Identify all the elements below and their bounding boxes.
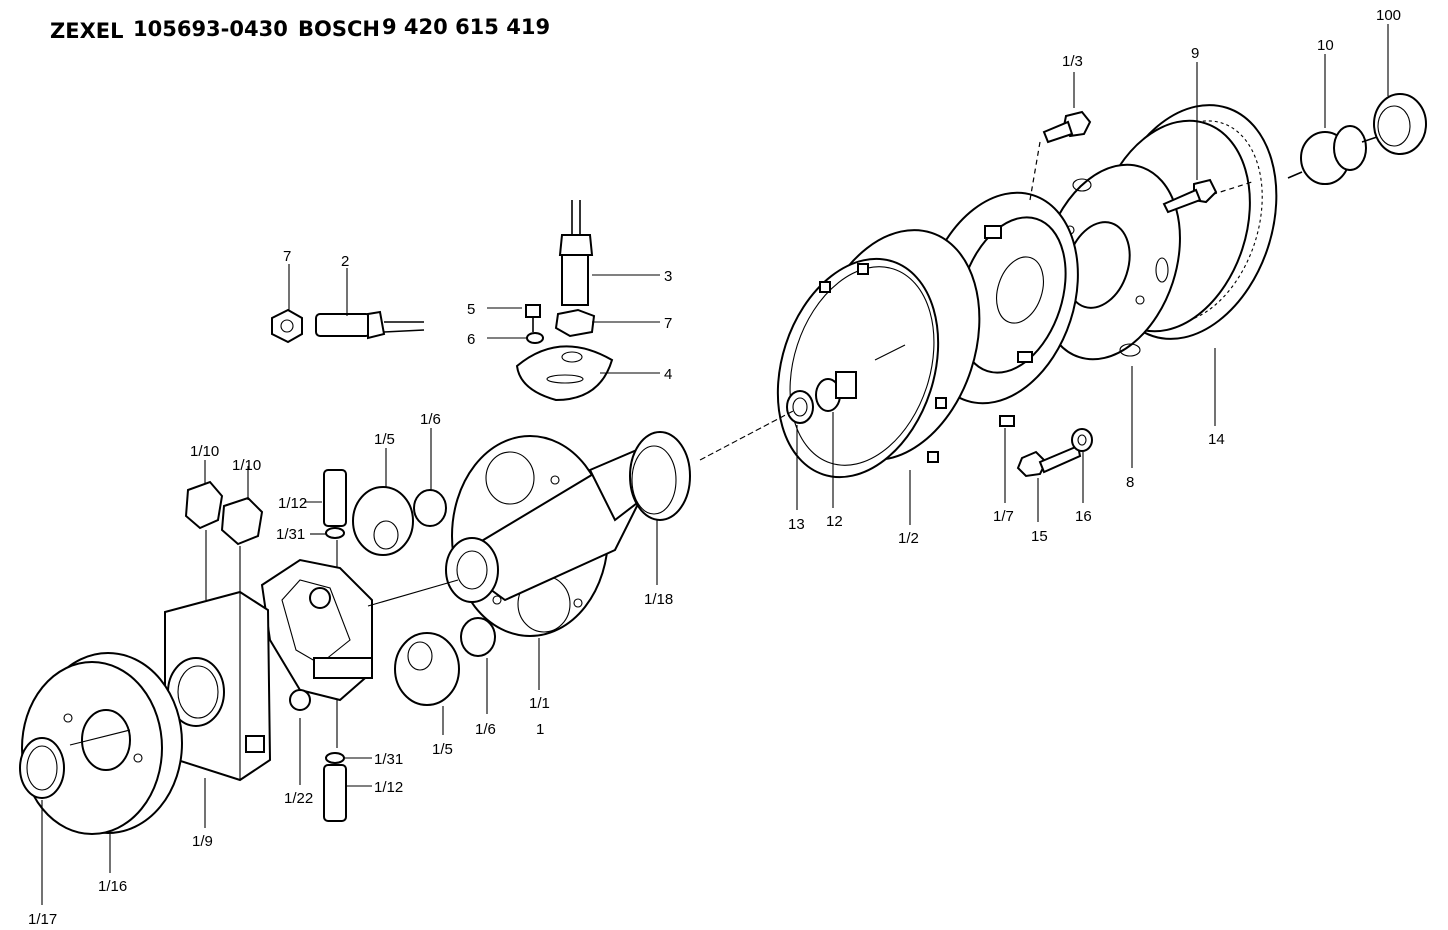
callout-label: 1/3 <box>1062 53 1083 70</box>
flange-body <box>445 409 796 637</box>
header-part-number-zexel: 105693-0430 <box>133 17 288 41</box>
callout-label: 1/12 <box>278 495 307 512</box>
nipple-fittings <box>1287 93 1427 185</box>
callout-label: 3 <box>664 268 672 285</box>
end-disc <box>19 652 183 835</box>
callout-label: 1/5 <box>432 741 453 758</box>
shaft-end <box>786 371 857 424</box>
callout-label: 1/17 <box>28 911 57 928</box>
header: ZEXEL 105693-0430 BOSCH 9 420 615 419 <box>50 15 550 43</box>
callout-labels: 7 2 3 5 6 7 4 1/10 1/10 1/12 1/31 1/5 1/… <box>28 7 1401 928</box>
rollers <box>352 486 496 706</box>
callout-label: 14 <box>1208 431 1225 448</box>
callout-label: 1/6 <box>475 721 496 738</box>
callout-label: 1/31 <box>374 751 403 768</box>
screw-and-nut <box>271 308 425 344</box>
callout-label: 10 <box>1317 37 1334 54</box>
callout-label: 13 <box>788 516 805 533</box>
callout-label: 1 <box>536 721 544 738</box>
header-brand-zexel: ZEXEL <box>50 19 124 43</box>
callout-label: 1/10 <box>232 457 261 474</box>
drum-housing <box>776 229 981 479</box>
callout-label: 16 <box>1075 508 1092 525</box>
callout-label: 7 <box>283 248 291 265</box>
callout-label: 1/16 <box>98 878 127 895</box>
callout-label: 5 <box>467 301 475 318</box>
hub-plate <box>1039 163 1181 361</box>
flyweights-springs <box>184 469 347 822</box>
callout-label: 1/5 <box>374 431 395 448</box>
callout-label: 1/2 <box>898 530 919 547</box>
callout-label: 12 <box>826 513 843 530</box>
callout-label: 9 <box>1191 45 1199 62</box>
carrier-block <box>164 590 272 782</box>
callout-label: 1/1 <box>529 695 550 712</box>
callout-label: 1/31 <box>276 526 305 543</box>
header-part-number-bosch: 9 420 615 419 <box>382 15 550 39</box>
callout-label: 8 <box>1126 474 1134 491</box>
callout-label: 1/10 <box>190 443 219 460</box>
callout-label: 7 <box>664 315 672 332</box>
callout-label: 100 <box>1376 7 1401 24</box>
lever-plate <box>260 558 459 711</box>
callout-label: 1/7 <box>993 508 1014 525</box>
adjusting-screw-assembly <box>515 200 614 402</box>
callout-label: 4 <box>664 366 672 383</box>
leader-lines <box>41 24 1389 905</box>
callout-label: 15 <box>1031 528 1048 545</box>
callout-label: 1/22 <box>284 790 313 807</box>
callout-label: 1/9 <box>192 833 213 850</box>
header-brand-bosch: BOSCH <box>298 17 380 41</box>
callout-label: 6 <box>467 331 475 348</box>
callout-label: 1/6 <box>420 411 441 428</box>
bolts <box>1016 110 1218 478</box>
callout-label: 1/12 <box>374 779 403 796</box>
callout-label: 1/18 <box>644 591 673 608</box>
callout-label: 2 <box>341 253 349 270</box>
